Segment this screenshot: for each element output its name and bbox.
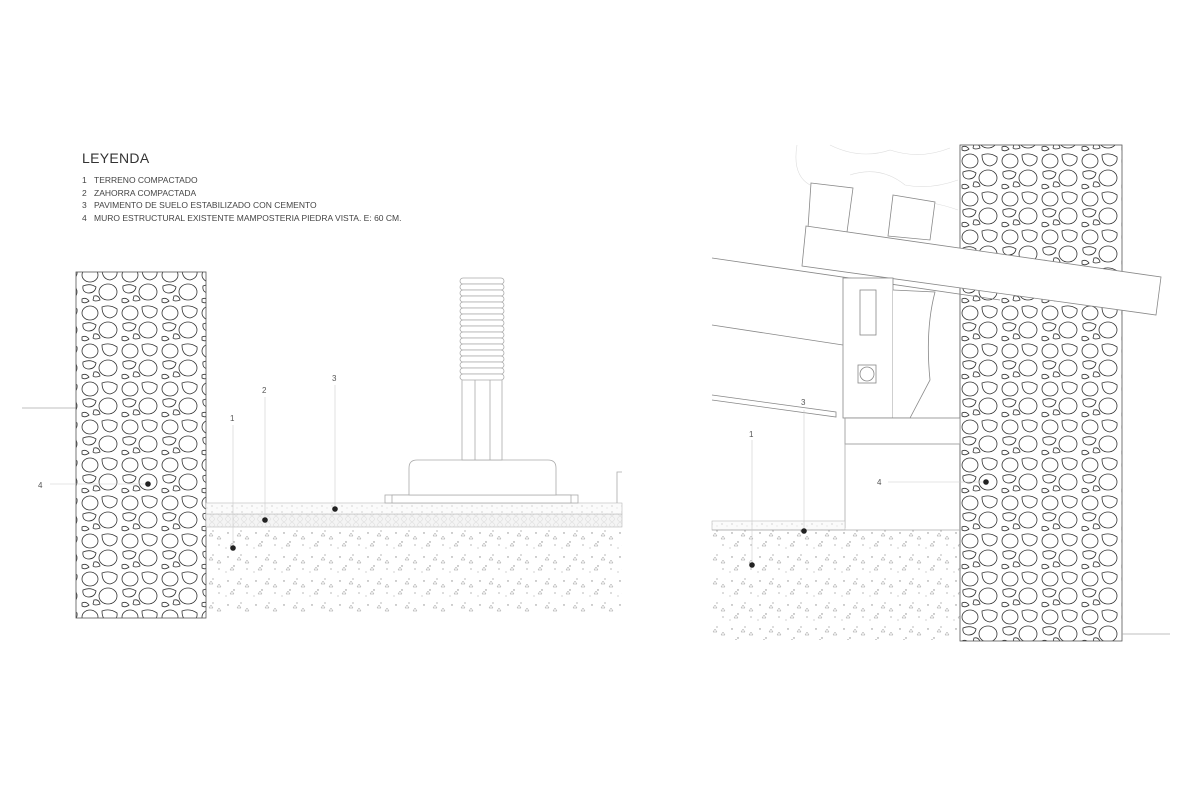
callout-1: 1	[230, 414, 236, 551]
svg-text:1: 1	[749, 430, 754, 439]
column-rib	[459, 337, 505, 345]
column-rib	[459, 277, 505, 285]
roof-structure	[711, 182, 1162, 445]
callout-1-right: 1	[749, 430, 755, 568]
stone-masonry-wall-right	[959, 144, 1123, 642]
callout-2: 2	[262, 386, 268, 523]
svg-text:3: 3	[332, 374, 337, 383]
column-rib	[459, 355, 505, 363]
callout-3: 3	[332, 374, 338, 512]
callout-4: 4	[38, 481, 151, 490]
legend-title: LEYENDA	[82, 150, 150, 166]
column-rib	[459, 343, 505, 351]
svg-text:3: 3	[801, 398, 806, 407]
column-rib	[459, 301, 505, 309]
compacted-soil-right	[712, 530, 960, 640]
right-section: 1 3 4	[711, 144, 1170, 642]
column-rib	[459, 331, 505, 339]
column-rib	[459, 349, 505, 357]
compacted-soil	[206, 527, 622, 613]
column-rib	[459, 289, 505, 297]
stabilized-pavement	[205, 502, 623, 515]
callout-3-right: 3	[801, 398, 807, 534]
column-rib	[459, 361, 505, 369]
column-rib	[459, 367, 505, 375]
column-rib	[459, 319, 505, 327]
svg-text:2: 2	[262, 386, 267, 395]
svg-text:4: 4	[877, 478, 882, 487]
background-stones	[795, 144, 959, 211]
column-rib	[459, 295, 505, 303]
gravel-layer	[205, 513, 623, 528]
svg-text:1: 1	[230, 414, 235, 423]
column	[384, 277, 579, 504]
column-rib	[459, 307, 505, 315]
svg-text:4: 4	[38, 481, 43, 490]
stone-masonry-wall	[75, 271, 207, 619]
column-rib	[459, 325, 505, 333]
left-section: 1 2 3 4	[22, 271, 623, 619]
pavement-right	[711, 520, 846, 531]
column-rib	[459, 283, 505, 291]
column-rib	[459, 313, 505, 321]
column-rib	[459, 373, 505, 381]
callout-4-right: 4	[877, 478, 989, 487]
